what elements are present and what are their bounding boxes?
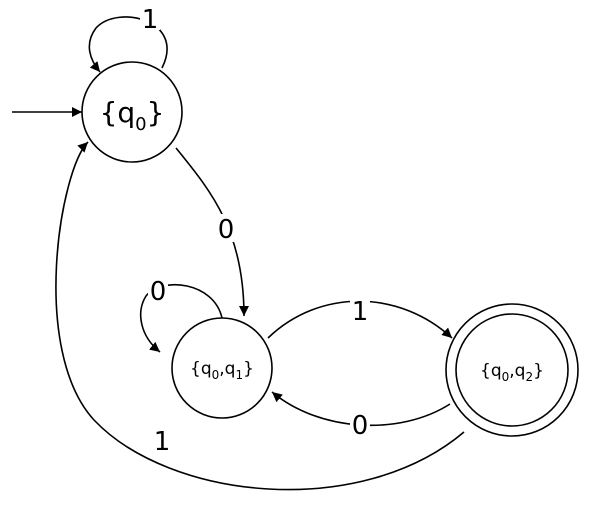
state-label: {q0,q2}	[480, 361, 544, 384]
state-q0q1: {q0,q1}	[171, 317, 273, 419]
transition-q0-self	[88, 16, 168, 73]
state-q0q2: {q0,q2}	[445, 303, 579, 437]
state-circle	[81, 61, 183, 163]
transition-label-q0-to-q0q1: 0	[218, 215, 235, 245]
transition-labels: 1 0 0 1 0 1	[140, 4, 370, 457]
transition-q0q2-to-q0	[55, 141, 465, 491]
state-label: {q0}	[100, 96, 165, 135]
transition-label-q0-self: 1	[142, 5, 159, 35]
transition-label-q0q2-to-q0q1: 0	[352, 411, 369, 441]
transition-q0q1-self	[139, 283, 223, 353]
state-circle-inner	[455, 313, 569, 427]
state-q0: {q0}	[81, 61, 183, 163]
transition-label-q0q1-to-q0q2: 1	[352, 297, 369, 327]
transition-label-q0q2-to-q0: 1	[154, 427, 171, 457]
state-label: {q0,q1}	[190, 359, 254, 382]
transitions	[12, 16, 465, 491]
state-circle	[171, 317, 273, 419]
transition-label-q0q1-self: 0	[150, 277, 167, 307]
